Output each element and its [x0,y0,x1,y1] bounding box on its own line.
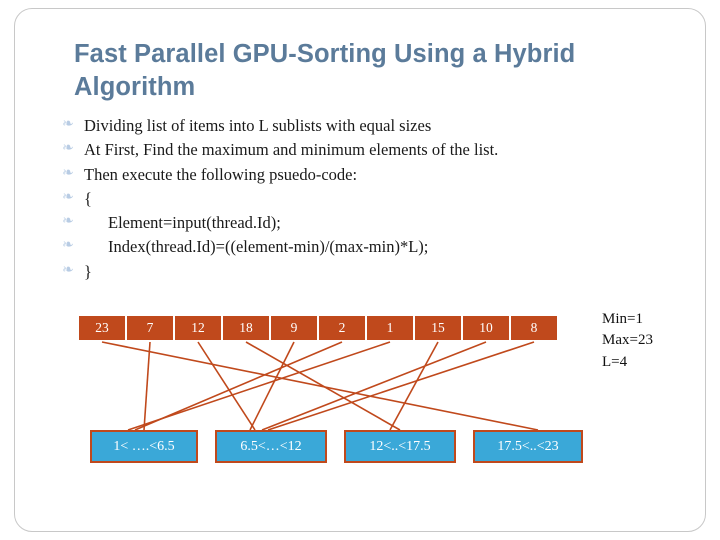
array-cell: 8 [510,315,558,341]
legend-min: Min=1 [602,311,643,327]
list-item-label: Index(thread.Id)=((element-min)/(max-min… [108,237,429,257]
legend-max: Max=23 [602,332,653,349]
list-item-label: } [84,261,92,281]
list-item-label: { [84,188,92,208]
list-item: ❧ Element=input(thread.Id); [62,211,672,235]
array-cell: 7 [126,315,174,341]
bullet-marker-icon: ❧ [62,188,74,205]
legend-l: L=4 [602,353,628,370]
array-cell: 9 [270,315,318,341]
array-cell: 2 [318,315,366,341]
array-cell: 1 [366,315,414,341]
bucket-range-1: 1< ….<6.5 [90,430,198,463]
bullet-marker-icon: ❧ [62,164,74,181]
list-item: ❧ Then execute the following psuedo-code… [62,163,672,187]
bucket-row: 1< ….<6.5 6.5<…<12 12<..<17.5 17.5<..<23 [90,430,583,463]
bullet-list: ❧ Dividing list of items into L sublists… [62,114,672,284]
bullet-marker-icon: ❧ [62,140,74,157]
input-array: 23 7 12 18 9 2 1 15 10 8 [78,315,558,341]
array-cell: 23 [78,315,126,341]
array-cell: 12 [174,315,222,341]
list-item-label: Element=input(thread.Id); [108,213,281,232]
list-item: ❧ } [62,260,672,284]
bullet-marker-icon: ❧ [62,261,74,278]
list-item-label: Then execute the following psuedo-code: [84,164,358,184]
list-item-label: Dividing list of items into L sublists w… [84,116,432,135]
list-item-label: At First, Find the maximum and minimum e… [84,140,499,160]
bullet-marker-icon: ❧ [62,116,74,132]
list-item: ❧ { [62,187,672,211]
list-item: ❧ Dividing list of items into L sublists… [62,114,672,138]
array-cell: 18 [222,315,270,341]
array-cell: 15 [414,315,462,341]
bucket-range-4: 17.5<..<23 [473,430,583,463]
bucket-range-3: 12<..<17.5 [344,430,456,463]
bullet-marker-icon: ❧ [62,237,74,254]
array-cell: 10 [462,315,510,341]
legend: Min=1 Max=23 L=4 [602,309,653,373]
bullet-marker-icon: ❧ [62,213,74,229]
bucket-range-2: 6.5<…<12 [215,430,327,463]
page-title: Fast Parallel GPU-Sorting Using a Hybrid… [74,40,576,101]
list-item: ❧ At First, Find the maximum and minimum… [62,138,672,162]
list-item: ❧ Index(thread.Id)=((element-min)/(max-m… [62,235,672,259]
